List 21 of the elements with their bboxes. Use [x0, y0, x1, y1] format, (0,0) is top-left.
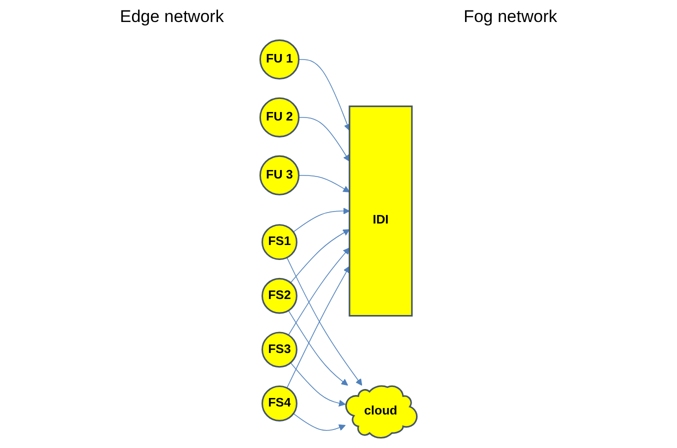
node-circle: FS3	[261, 332, 298, 368]
section-heading: Edge network	[120, 7, 224, 27]
arrow	[292, 208, 350, 232]
node-circle: FS1	[261, 224, 298, 260]
arrow	[298, 117, 350, 162]
node-box: IDI	[348, 106, 413, 317]
node-circle: FS4	[261, 386, 298, 422]
arrow	[290, 229, 350, 284]
arrow	[298, 59, 350, 131]
arrow	[286, 257, 362, 386]
arrow	[290, 362, 346, 407]
section-heading: Fog network	[464, 7, 558, 27]
arrow	[286, 266, 350, 388]
node-circle: FU 3	[259, 155, 300, 196]
arrow	[288, 248, 350, 336]
node-circle: FU 1	[259, 39, 300, 80]
arrow	[292, 413, 346, 431]
node-circle: FS2	[261, 278, 298, 314]
arrow	[288, 310, 348, 386]
arrow	[298, 174, 350, 192]
node-circle: FU 2	[259, 97, 300, 138]
